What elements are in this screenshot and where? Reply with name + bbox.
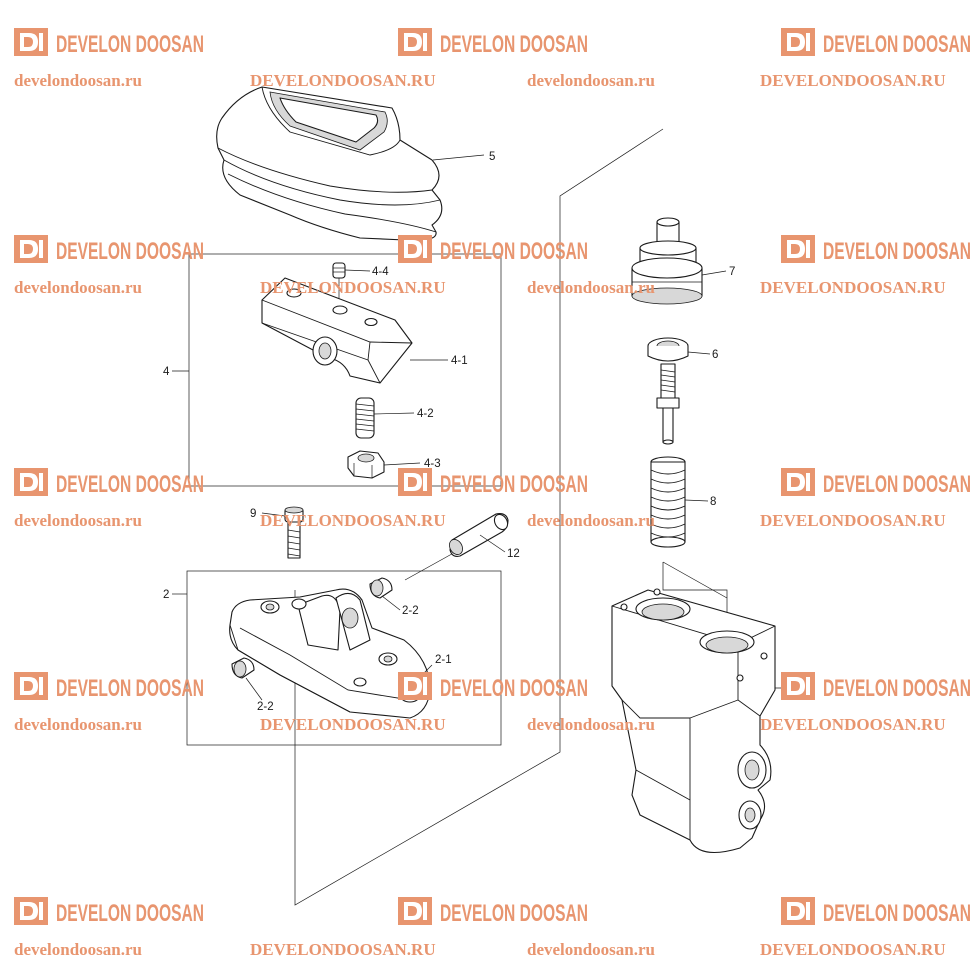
develon-logo-icon	[398, 672, 432, 700]
watermark-logo-text: DEVELON DOOSAN	[823, 675, 971, 702]
develon-logo-icon	[781, 672, 815, 700]
develon-logo-icon	[398, 897, 432, 925]
watermark-logo-text: DEVELON DOOSAN	[440, 471, 588, 498]
watermark-url: develondoosan.ru	[527, 715, 655, 734]
rubber-boot-part	[216, 86, 443, 241]
callout-2-2-lower: 2-2	[257, 701, 274, 713]
hex-nut-part	[347, 450, 385, 479]
cap-screw-part	[284, 506, 304, 559]
develon-logo-icon	[398, 235, 432, 263]
callout-4-2: 4-2	[417, 408, 434, 420]
watermark-url: DEVELONDOOSAN.RU	[760, 278, 946, 297]
watermark-logo-text: DEVELON DOOSAN	[440, 31, 588, 58]
watermark-logo-text: DEVELON DOOSAN	[823, 31, 971, 58]
watermark-logo-text: DEVELON DOOSAN	[823, 238, 971, 265]
watermark-url: develondoosan.ru	[527, 278, 655, 297]
develon-logo-icon	[14, 468, 48, 496]
watermark-url: develondoosan.ru	[14, 715, 142, 734]
threaded-pin-part	[355, 397, 375, 439]
watermark-logo: DEVELON DOOSAN	[14, 235, 204, 265]
watermark-url: develondoosan.ru	[14, 940, 142, 959]
develon-logo-icon	[14, 28, 48, 56]
watermark-logo: DEVELON DOOSAN	[398, 235, 588, 265]
valve-body-part	[611, 588, 776, 854]
watermark-url: DEVELONDOOSAN.RU	[760, 715, 946, 734]
watermark-logo: DEVELON DOOSAN	[781, 672, 971, 702]
watermark-url: DEVELONDOOSAN.RU	[260, 511, 446, 530]
base-plate-part	[229, 588, 431, 719]
callout-2-1: 2-1	[435, 654, 452, 666]
callout-5: 5	[489, 151, 495, 163]
push-rod-part	[647, 337, 689, 445]
callout-9: 9	[250, 508, 256, 520]
callout-12: 12	[507, 548, 520, 560]
develon-logo-icon	[781, 897, 815, 925]
bushing-part-upper	[369, 577, 393, 599]
watermark-logo: DEVELON DOOSAN	[398, 897, 588, 927]
watermark-url: DEVELONDOOSAN.RU	[760, 940, 946, 959]
watermark-logo-text: DEVELON DOOSAN	[440, 238, 588, 265]
watermark-url: DEVELONDOOSAN.RU	[250, 71, 436, 90]
watermark-logo-text: DEVELON DOOSAN	[440, 675, 588, 702]
callout-4-4: 4-4	[372, 266, 389, 278]
callout-8: 8	[710, 496, 716, 508]
watermark-logo: DEVELON DOOSAN	[781, 468, 971, 498]
bushing-part-lower	[231, 657, 255, 679]
callout-leaders	[172, 154, 803, 701]
develon-logo-icon	[14, 897, 48, 925]
watermark-logo-text: DEVELON DOOSAN	[56, 900, 204, 927]
watermark-logo-text: DEVELON DOOSAN	[56, 675, 204, 702]
develon-logo-icon	[398, 468, 432, 496]
watermark-logo: DEVELON DOOSAN	[398, 672, 588, 702]
callout-6: 6	[712, 349, 718, 361]
watermark-url: develondoosan.ru	[527, 511, 655, 530]
watermark-url: develondoosan.ru	[14, 278, 142, 297]
watermark-url: develondoosan.ru	[14, 71, 142, 90]
develon-logo-icon	[781, 235, 815, 263]
develon-logo-icon	[14, 235, 48, 263]
watermark-logo: DEVELON DOOSAN	[14, 468, 204, 498]
watermark-logo-text: DEVELON DOOSAN	[823, 900, 971, 927]
watermark-layer: DEVELON DOOSAN DEVELON DOOSAN DEVELON DOOS…	[14, 28, 971, 959]
watermark-logo-text: DEVELON DOOSAN	[56, 31, 204, 58]
spring-part	[650, 456, 686, 548]
watermark-url: develondoosan.ru	[14, 511, 142, 530]
watermark-url: DEVELONDOOSAN.RU	[760, 71, 946, 90]
watermark-url: DEVELONDOOSAN.RU	[260, 715, 446, 734]
develon-logo-icon	[14, 672, 48, 700]
callout-2: 2	[163, 589, 169, 601]
develon-logo-icon	[398, 28, 432, 56]
watermark-logo: DEVELON DOOSAN	[14, 897, 204, 927]
watermark-logo-text: DEVELON DOOSAN	[823, 471, 971, 498]
watermark-logo: DEVELON DOOSAN	[398, 468, 588, 498]
watermark-logo: DEVELON DOOSAN	[781, 235, 971, 265]
pivot-pin-part	[449, 513, 509, 557]
watermark-logo-text: DEVELON DOOSAN	[56, 238, 204, 265]
develon-logo-icon	[781, 28, 815, 56]
watermark-url: DEVELONDOOSAN.RU	[250, 940, 436, 959]
watermark-logo: DEVELON DOOSAN	[14, 672, 204, 702]
callout-7: 7	[729, 266, 735, 278]
watermark-logo-text: DEVELON DOOSAN	[440, 900, 588, 927]
watermark-logo-text: DEVELON DOOSAN	[56, 471, 204, 498]
watermark-url: DEVELONDOOSAN.RU	[260, 278, 446, 297]
watermark-url: develondoosan.ru	[527, 940, 655, 959]
bracket-part	[261, 277, 413, 384]
plug-part	[631, 217, 703, 305]
develon-logo-icon	[781, 468, 815, 496]
callout-4-1: 4-1	[451, 355, 468, 367]
callout-4-3: 4-3	[424, 458, 441, 470]
watermark-logo: DEVELON DOOSAN	[781, 897, 971, 927]
callout-4: 4	[163, 366, 170, 378]
watermark-url: DEVELONDOOSAN.RU	[760, 511, 946, 530]
watermark-logo: DEVELON DOOSAN	[781, 28, 971, 58]
watermark-url: develondoosan.ru	[527, 71, 655, 90]
watermark-logo: DEVELON DOOSAN	[398, 28, 588, 58]
callout-2-2-upper: 2-2	[402, 605, 419, 617]
watermark-logo: DEVELON DOOSAN	[14, 28, 204, 58]
